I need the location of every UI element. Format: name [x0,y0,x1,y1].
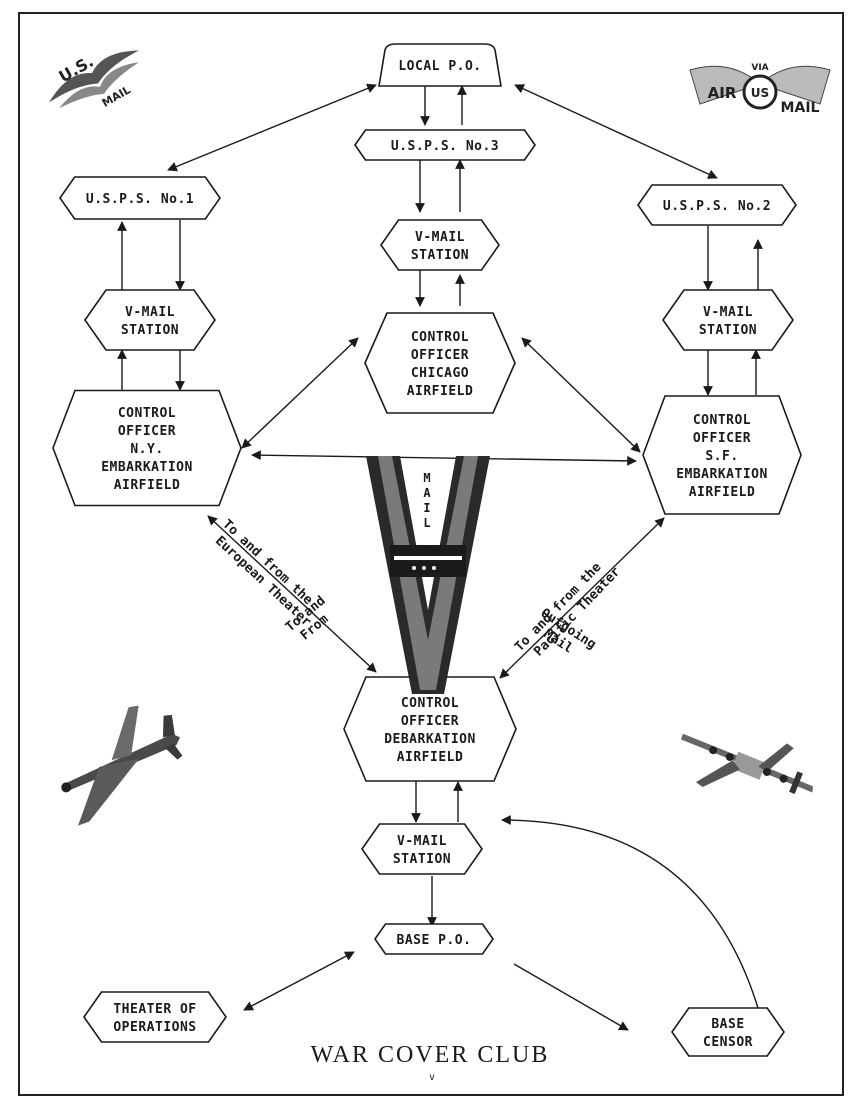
edge-26 [243,951,355,1011]
air-mail-logo-mail: MAIL [781,100,820,116]
node-control-sf-label-line-1: CONTROL [693,413,751,428]
node-control-sf-shape [642,395,802,515]
node-control-sf-label-line-4: EMBARKATION [676,467,768,482]
node-control-chicago-shape [364,312,516,414]
node-local-po-shape [378,43,502,87]
air-mail-logo-air: AIR [708,84,737,102]
node-vmail-left: V-MAIL STATION [84,289,216,351]
edge-4 [514,84,718,179]
node-theater-ops-label-line-1: THEATER OF [113,1002,196,1017]
node-usps-3: U.S.P.S. No.3 [354,129,536,161]
svg-text:v: v [429,1072,435,1083]
node-theater-ops-label-line-2: OPERATIONS [113,1020,196,1035]
vmail-letter-l: L [423,516,430,530]
node-usps-3-shape [354,129,536,161]
node-local-po-label-line-1: LOCAL P.O. [398,59,481,74]
node-vmail-right-shape [662,289,794,351]
edge-19 [251,450,637,466]
node-vmail-center: V-MAIL STATION [380,219,500,271]
edge-27 [501,815,759,1009]
edges [117,83,763,1031]
edge-25 [513,963,629,1031]
node-vmail-bottom-label-line-2: STATION [393,852,451,867]
node-vmail-right-label-line-2: STATION [699,323,757,338]
node-control-ny-label-line-4: EMBARKATION [101,460,193,475]
node-base-po-shape [374,923,494,955]
node-vmail-bottom-label-line-1: V-MAIL [397,834,447,849]
vmail-letter-a: A [423,486,431,500]
diagram-border [18,12,844,1096]
node-vmail-center-label-line-2: STATION [411,248,469,263]
node-usps-1: U.S.P.S. No.1 [59,176,221,220]
edge-20 [207,515,377,673]
airplane-right-icon [680,733,813,794]
node-control-ny-label-line-5: AIRFIELD [114,478,181,493]
node-base-censor-shape [671,1007,785,1057]
node-control-debark: CONTROL OFFICER DEBARKATION AIRFIELD [343,676,517,782]
node-control-sf: CONTROL OFFICER S.F. EMBARKATION AIRFIELD [642,395,802,515]
node-base-censor: BASE CENSOR [671,1007,785,1057]
node-usps-1-shape [59,176,221,220]
node-theater-ops: THEATER OF OPERATIONS [83,991,227,1043]
node-vmail-left-label-line-1: V-MAIL [125,305,175,320]
node-control-debark-label-line-3: DEBARKATION [384,732,476,747]
node-vmail-center-shape [380,219,500,271]
node-control-debark-shape [343,676,517,782]
node-vmail-right: V-MAIL STATION [662,289,794,351]
node-base-censor-label-line-1: BASE [711,1017,744,1032]
node-vmail-bottom: V-MAIL STATION [361,823,483,875]
node-usps-1-label-line-1: U.S.P.S. No.1 [86,192,194,207]
node-control-chicago: CONTROL OFFICER CHICAGO AIRFIELD [364,312,516,414]
node-control-sf-label-line-2: OFFICER [693,431,751,446]
node-local-po: LOCAL P.O. [378,43,502,87]
node-control-ny-label-line-1: CONTROL [118,406,176,421]
edge-label-theater: To and From [283,588,345,647]
air-mail-logo-us: US [751,86,769,100]
node-control-ny: CONTROL OFFICER N.Y. EMBARKATION AIRFIELD [52,389,242,507]
node-control-debark-label-line-2: OFFICER [401,714,459,729]
airplane-left-icon [61,705,183,826]
node-control-chicago-label-line-2: OFFICER [411,348,469,363]
node-usps-2-shape [637,184,797,226]
node-vmail-bottom-shape [361,823,483,875]
node-usps-2: U.S.P.S. No.2 [637,184,797,226]
node-control-sf-label-line-5: AIRFIELD [689,485,756,500]
v-mail-emblem: M A I L [366,456,490,694]
edge-17 [241,337,359,449]
node-theater-ops-shape [83,991,227,1043]
node-control-chicago-label-line-4: AIRFIELD [407,384,474,399]
vmail-letter-m: M [423,471,430,485]
vmail-letter-i: I [423,501,430,515]
node-control-debark-label-line-1: CONTROL [401,696,459,711]
node-control-ny-label-line-2: OFFICER [118,424,176,439]
node-vmail-left-label-line-2: STATION [121,323,179,338]
node-vmail-right-label-line-1: V-MAIL [703,305,753,320]
node-base-po-label-line-1: BASE P.O. [397,933,472,948]
diagram-title: WAR COVER CLUB [311,1042,550,1068]
node-vmail-left-shape [84,289,216,351]
node-control-ny-label-line-3: N.Y. [130,442,163,457]
node-control-sf-label-line-3: S.F. [705,449,738,464]
svg-text:To and From: To and From [283,588,345,647]
node-control-chicago-label-line-3: CHICAGO [411,366,469,381]
air-mail-logo: VIA AIR US MAIL [689,63,831,116]
node-base-censor-label-line-2: CENSOR [703,1035,753,1050]
node-vmail-center-label-line-1: V-MAIL [415,230,465,245]
node-usps-2-label-line-1: U.S.P.S. No.2 [663,199,771,214]
edge-21 [499,517,665,679]
edge-18 [521,337,641,453]
node-control-debark-label-line-4: AIRFIELD [397,750,464,765]
node-control-ny-shape [52,389,242,507]
node-control-chicago-label-line-1: CONTROL [411,330,469,345]
edge-3 [167,83,377,172]
nodes: LOCAL P.O. U.S.P.S. No.3U.S.P.S. No.1 U.S.… [52,43,802,1057]
node-base-po: BASE P.O. [374,923,494,955]
air-mail-logo-via: VIA [751,63,768,73]
us-mail-logo: U.S. MAIL [48,50,140,110]
node-usps-3-label-line-1: U.S.P.S. No.3 [391,139,499,154]
